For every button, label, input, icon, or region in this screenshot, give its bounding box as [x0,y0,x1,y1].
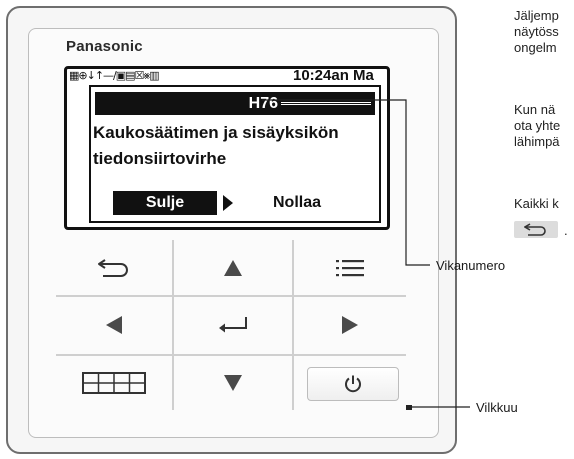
side-text-line: Jäljemp [514,8,559,23]
menu-button[interactable] [293,240,406,295]
error-message-line-2: tiedonsiirtovirhe [93,149,227,168]
back-arrow-icon [524,223,546,236]
error-code: H76 [248,95,278,112]
brand-logo: Panasonic [66,38,143,55]
reset-button[interactable]: Nollaa [273,194,322,211]
error-message: Kaukosäätimen ja sisäyksikön tiedonsiirt… [93,120,381,172]
error-number-callout: Vikanumero [436,258,506,273]
menu-list-icon [335,259,364,276]
side-paragraph-2: Kun nä ota yhte lähimpä [514,102,574,150]
right-triangle-icon [341,316,358,334]
back-arrow-icon [98,258,128,277]
operation-led [406,405,412,410]
left-button[interactable] [56,296,172,354]
enter-button[interactable] [173,296,292,354]
clock-display: 10:24an Ma [293,67,374,84]
keypad-divider [292,240,294,410]
back-button[interactable] [56,240,172,295]
keypad-divider [56,295,406,297]
error-code-bar: H76 [95,92,375,115]
keypad-divider [56,354,406,356]
enter-icon [218,317,247,333]
power-icon [345,375,361,393]
side-text-line: ota yhte [514,118,561,133]
side-text-line: lähimpä [514,134,560,149]
error-dialog: H76 Kaukosäätimen ja sisäyksikön tiedons… [89,85,381,223]
status-icons-strip: ▦⊕↓↑—∕▣▤☒⨳▥ [69,69,160,82]
up-triangle-icon [223,259,242,276]
right-button[interactable] [293,296,406,354]
side-text-period: . [564,223,568,238]
power-button[interactable] [307,367,399,401]
grid-button[interactable] [56,355,172,410]
back-button-reference-icon [514,221,558,238]
blinking-callout: Vilkkuu [476,400,518,415]
selection-arrow-icon [223,195,233,211]
up-button[interactable] [173,240,292,295]
down-triangle-icon [223,374,242,391]
grid-icon [82,371,146,394]
side-paragraph-1: Jäljemp näytöss ongelm [514,8,574,56]
close-button[interactable]: Sulje [113,191,217,215]
side-paragraph-3: Kaikki k [514,196,559,211]
error-code-underline [281,102,371,105]
left-triangle-icon [106,316,122,334]
lcd-screen: ▦⊕↓↑—∕▣▤☒⨳▥ 10:24an Ma H76 Kaukosäätimen… [64,66,390,230]
side-text-line: Kun nä [514,102,556,117]
error-message-line-1: Kaukosäätimen ja sisäyksikön [93,123,339,142]
side-text-line: näytöss [514,24,559,39]
down-button[interactable] [173,355,292,410]
side-text-line: ongelm [514,40,557,55]
keypad-divider [172,240,174,410]
